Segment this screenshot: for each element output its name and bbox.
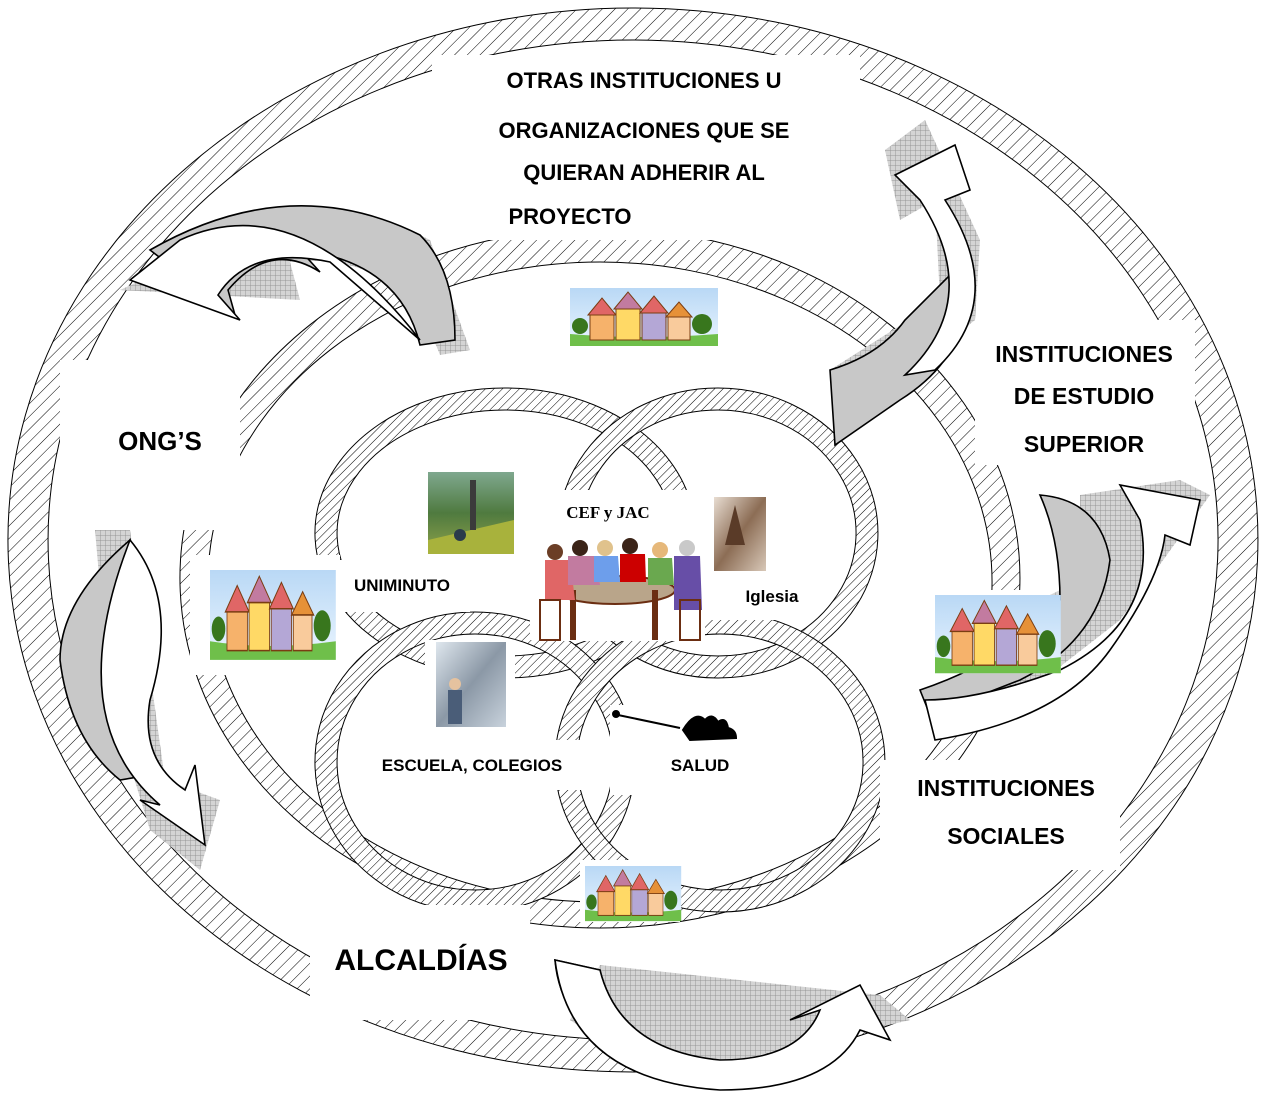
label-line: OTRAS INSTITUCIONES U — [506, 68, 781, 93]
village-clipart — [570, 288, 718, 346]
social-institutions-label: INSTITUCIONES SOCIALES — [917, 775, 1095, 849]
label-line: DE ESTUDIO — [1014, 383, 1155, 409]
label-backgrounds — [60, 55, 1195, 1020]
escuela-label: ESCUELA, COLEGIOS — [382, 756, 562, 775]
arrow-left — [59, 530, 220, 870]
village-clipart — [585, 866, 682, 922]
arrow-top-left — [120, 205, 470, 355]
label-line: SUPERIOR — [1024, 431, 1145, 457]
label-line: ORGANIZACIONES QUE SE — [499, 118, 790, 143]
arrow-bottom — [554, 958, 910, 1091]
village-clipart — [935, 595, 1061, 674]
other-institutions-label: OTRAS INSTITUCIONES U ORGANIZACIONES QUE… — [499, 68, 790, 229]
salud-label: SALUD — [671, 756, 730, 775]
people-at-table-clipart — [539, 535, 702, 641]
label-line: QUIERAN ADHERIR AL — [523, 160, 765, 185]
uniminuto-label: UNIMINUTO — [354, 576, 450, 595]
school-photo — [436, 642, 506, 727]
church-photo — [714, 497, 766, 571]
label-line: INSTITUCIONES — [995, 341, 1173, 367]
cef-jac-label: CEF y JAC — [566, 503, 649, 522]
label-line: PROYECTO — [508, 204, 631, 229]
inner-rings — [314, 387, 886, 913]
label-line: SOCIALES — [947, 823, 1065, 849]
higher-education-label: INSTITUCIONES DE ESTUDIO SUPERIOR — [995, 341, 1173, 457]
park-photo — [428, 472, 514, 554]
iglesia-label: Iglesia — [746, 587, 799, 606]
alcaldias-label: ALCALDÍAS — [334, 943, 507, 977]
village-clipart — [210, 570, 336, 660]
label-line: INSTITUCIONES — [917, 775, 1095, 801]
arrow-top-right — [829, 120, 980, 447]
ongs-label: ONG’S — [118, 426, 202, 456]
thermometer-hand-icon — [612, 710, 738, 742]
